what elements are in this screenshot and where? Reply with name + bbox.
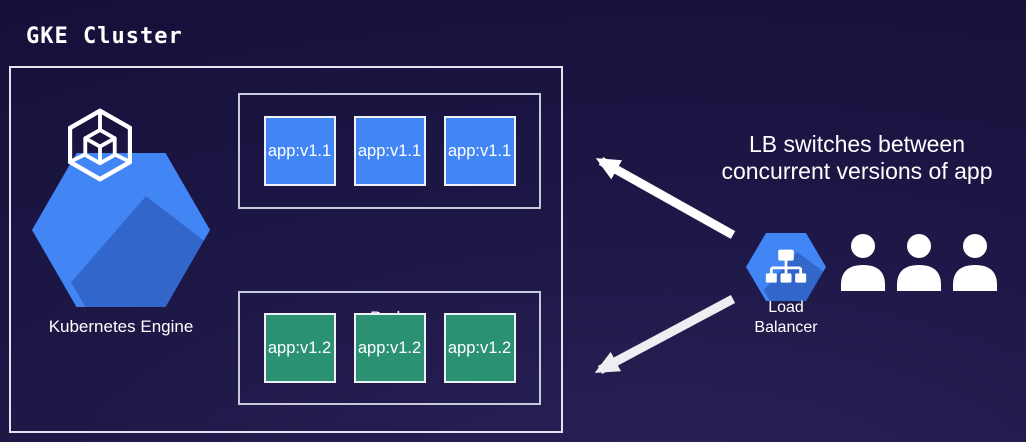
person-icon — [953, 234, 997, 291]
pod-app-v11: app:v1.1 — [263, 116, 336, 186]
lb-caption-line1: LB switches between — [748, 131, 966, 157]
pod-app-v12: app:v1.2 — [263, 313, 336, 383]
diagram-title: GKE Cluster — [26, 24, 183, 49]
pod-app-v11: app:v1.1 — [443, 116, 516, 186]
gke-cluster-boundary: Kubernetes Engine app:v1.1 app:v1.1 app:… — [9, 66, 563, 433]
load-balancer-label-line2: Balancer — [754, 319, 818, 336]
person-icon — [897, 234, 941, 291]
kubernetes-engine-label: Kubernetes Engine — [48, 317, 194, 336]
pod-app-v11: app:v1.1 — [353, 116, 426, 186]
lb-caption: LB switches between concurrent versions … — [687, 131, 1026, 185]
lb-caption-line2: concurrent versions of app — [721, 158, 993, 184]
pods-group-v11: app:v1.1 app:v1.1 app:v1.1 — [238, 93, 541, 209]
load-balancer-label: Load Balancer — [734, 298, 838, 338]
arrow-down-left-icon — [594, 295, 736, 374]
lb-network-tree-icon — [765, 249, 807, 283]
users-group — [840, 234, 998, 291]
person-icon — [841, 234, 885, 291]
kubernetes-cube-icon — [68, 108, 132, 182]
pod-app-v12: app:v1.2 — [353, 313, 426, 383]
load-balancer-label-line1: Load — [768, 299, 804, 316]
pods-group-v12: app:v1.2 app:v1.2 app:v1.2 — [238, 291, 541, 405]
pod-app-v12: app:v1.2 — [443, 313, 516, 383]
